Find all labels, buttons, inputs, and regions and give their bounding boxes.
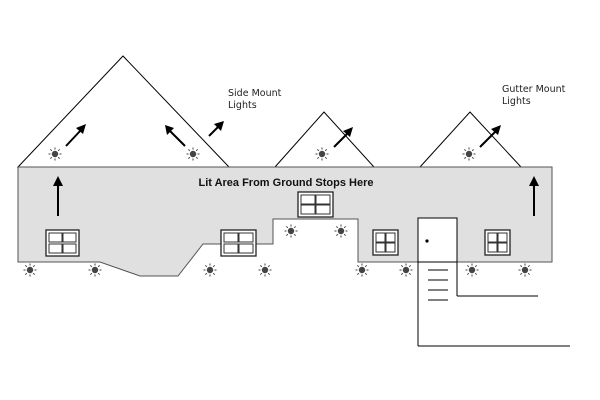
light-fixture-icon [258,263,272,277]
light-fixture-icon [399,263,413,277]
light-fixture-icon [48,147,62,161]
door [417,217,458,263]
arrow-icon [208,121,224,137]
light-fixture-icon [203,263,217,277]
gutter-mount-label-line1: Gutter Mount [502,84,566,95]
light-fixture-icon [355,263,369,277]
window [372,229,399,256]
windows [45,191,511,257]
arrow-icon [333,127,353,148]
arrow-icon [479,125,501,148]
gutter-mount-label: Gutter Mount Lights [502,84,568,107]
light-fixture-icon [315,147,329,161]
side-mount-label: Side Mount Lights [228,88,284,111]
light-fixture-icon [88,263,102,277]
arrow-icon [165,125,186,147]
arrow-icon [529,176,539,216]
light-fixtures [23,147,532,277]
gutter-mount-label-line2: Lights [502,96,531,107]
lit-area-label: Lit Area From Ground Stops Here [198,177,373,189]
light-fixture-icon [462,147,476,161]
light-fixture-icon [284,224,298,238]
light-fixture-icon [334,224,348,238]
side-mount-label-line2: Lights [228,100,257,111]
gable-middle [273,111,376,168]
arrows [53,121,539,216]
window [220,229,257,257]
door-steps [417,217,570,347]
lit-area-wall [17,166,553,277]
light-fixture-icon [23,263,37,277]
window [484,229,511,256]
arrow-icon [65,124,86,147]
roof-gables [16,55,523,168]
window [45,229,80,257]
arrow-icon [53,176,63,216]
light-fixture-icon [186,147,200,161]
gable-right [418,111,523,168]
light-fixture-icon [465,263,479,277]
window [297,191,334,218]
door-knob [425,239,429,243]
side-mount-label-line1: Side Mount [228,88,282,99]
light-fixture-icon [518,263,532,277]
